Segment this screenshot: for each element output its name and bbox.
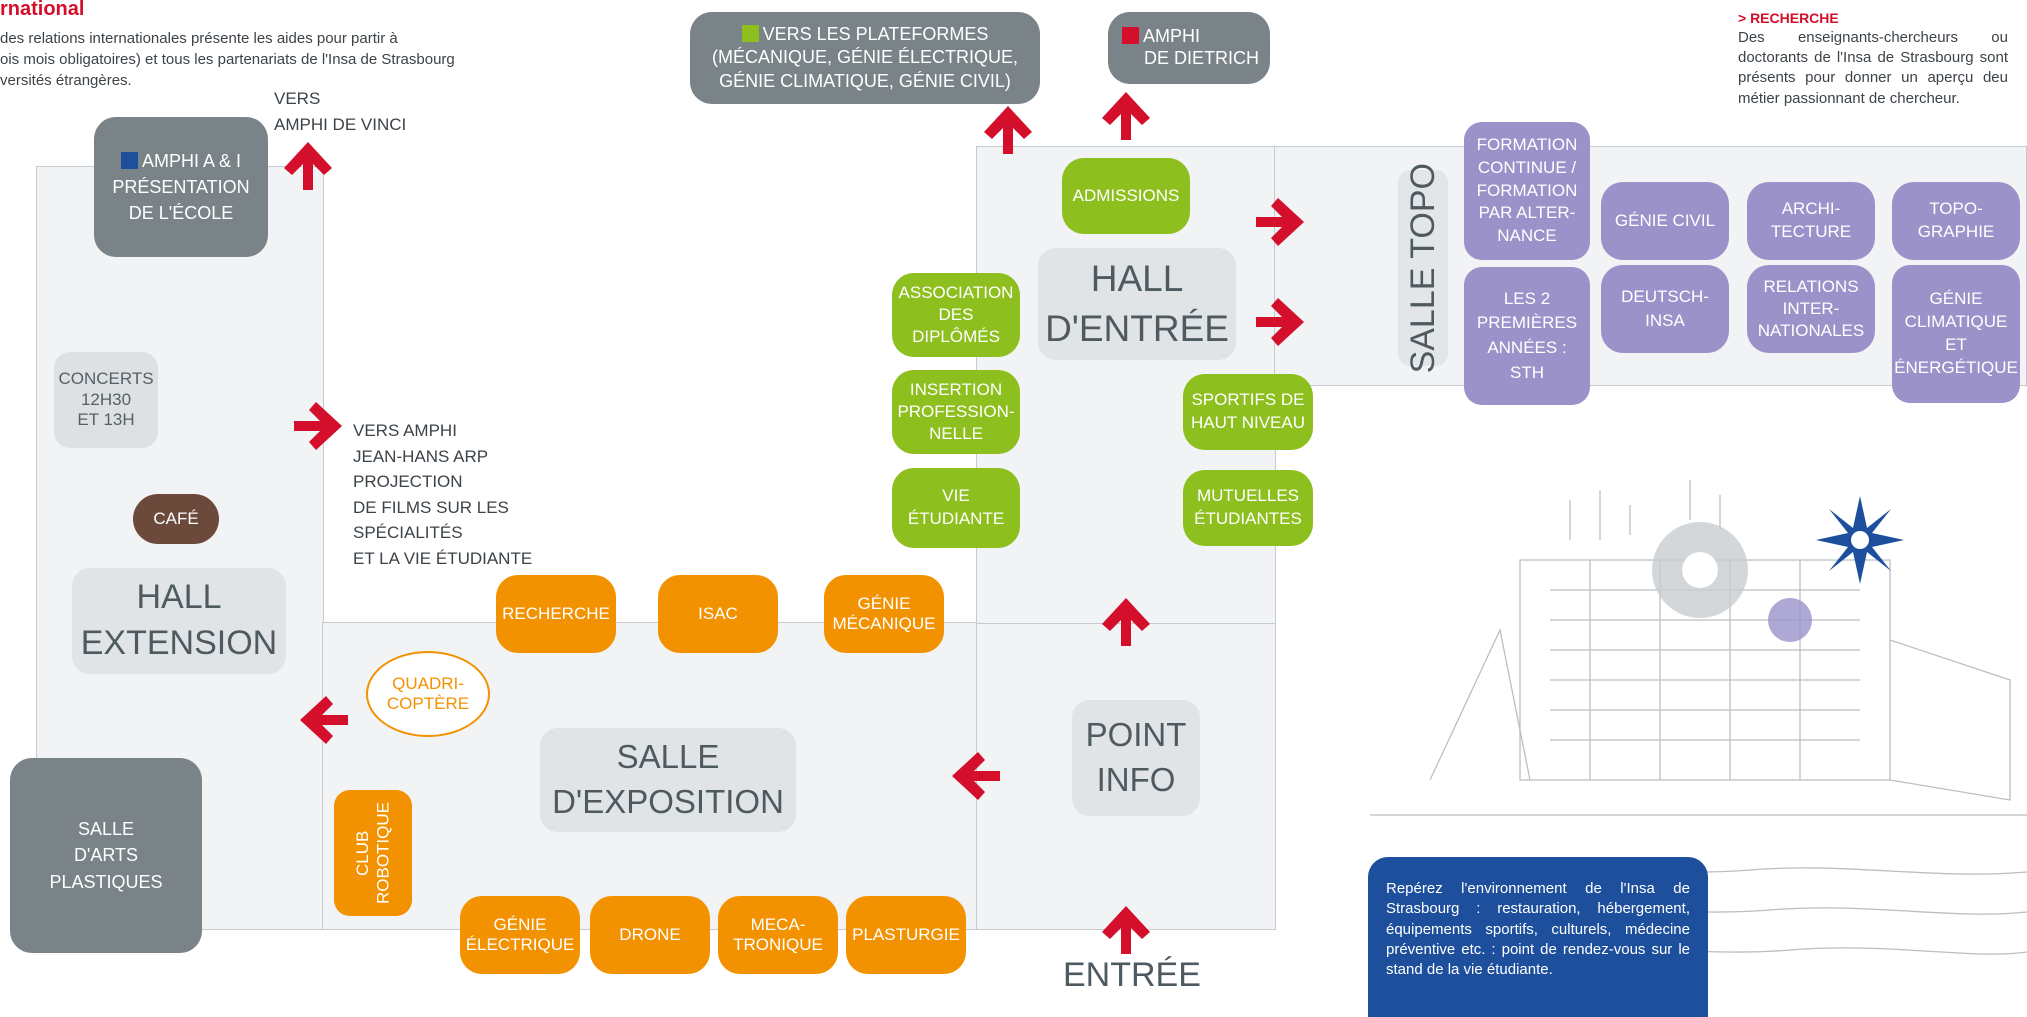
arts-plastiques-exit[interactable]: SALLE D'ARTS PLASTIQUES	[10, 758, 202, 953]
admissions-stand[interactable]: ADMISSIONS	[1062, 158, 1190, 234]
genie-electrique-stand[interactable]: GÉNIE ÉLECTRIQUE	[460, 896, 580, 974]
topographie-stand[interactable]: TOPO- GRAPHIE	[1892, 182, 2020, 260]
hall-extension-label: HALL EXTENSION	[72, 568, 286, 674]
arrow-right-topo-icon	[1252, 194, 1308, 250]
deutschinsa-stand[interactable]: DEUTSCH- INSA	[1601, 265, 1729, 353]
club-robotique-stand[interactable]: CLUB ROBOTIQUE	[334, 790, 412, 916]
arrow-up-vinci-icon	[280, 138, 336, 194]
insertion-stand[interactable]: INSERTION PROFESSION- NELLE	[892, 370, 1020, 454]
diplomes-stand[interactable]: ASSOCIATION DES DIPLÔMÉS	[892, 273, 1020, 357]
amphi-ai-exit[interactable]: AMPHI A & I PRÉSENTATION DE L'ÉCOLE	[94, 117, 268, 257]
dietrich-exit[interactable]: AMPHI DE DIETRICH	[1108, 12, 1270, 84]
genie-civil-stand[interactable]: GÉNIE CIVIL	[1601, 182, 1729, 260]
salle-topo-label: SALLE TOPO	[1398, 163, 1448, 373]
arrow-up-plateformes-icon	[980, 102, 1036, 158]
formation-stand[interactable]: FORMATION CONTINUE / FORMATION PAR ALTER…	[1464, 122, 1590, 260]
research-heading: > RECHERCHE	[1738, 10, 1839, 26]
genie-mecanique-stand[interactable]: GÉNIE MÉCANIQUE	[824, 575, 944, 653]
sportifs-stand[interactable]: SPORTIFS DE HAUT NIVEAU	[1183, 374, 1313, 450]
arrow-left-exposition-icon	[948, 748, 1004, 804]
relations-internationales-stand[interactable]: RELATIONS INTER- NATIONALES	[1747, 265, 1875, 353]
concerts-stand[interactable]: CONCERTS 12H30 ET 13H	[54, 352, 158, 448]
drone-stand[interactable]: DRONE	[590, 896, 710, 974]
salle-exposition-label: SALLE D'EXPOSITION	[540, 728, 796, 832]
entrance-label: ENTRÉE	[1063, 956, 1201, 994]
red-marker-icon	[1122, 27, 1139, 45]
arrow-right-topo-icon	[1252, 294, 1308, 350]
quadricoptere-stand[interactable]: QUADRI- COPTÈRE	[366, 651, 490, 737]
arp-label: VERS AMPHI JEAN-HANS ARP PROJECTION DE F…	[353, 421, 533, 568]
arrow-up-dietrich-icon	[1098, 88, 1154, 144]
mutuelles-stand[interactable]: MUTUELLES ÉTUDIANTES	[1183, 470, 1313, 546]
header-text: des relations internationales présente l…	[0, 30, 455, 89]
plateformes-exit[interactable]: VERS LES PLATEFORMES (MÉCANIQUE, GÉNIE É…	[690, 12, 1040, 104]
vinci-label: VERS AMPHI DE VINCI	[274, 89, 407, 134]
recherche-stand[interactable]: RECHERCHE	[496, 575, 616, 653]
architecture-stand[interactable]: ARCHI- TECTURE	[1747, 182, 1875, 260]
genie-climatique-stand[interactable]: GÉNIE CLIMATIQUE ET ÉNERGÉTIQUE	[1892, 265, 2020, 403]
arrow-left-extension-icon	[296, 692, 352, 748]
research-note: > RECHERCHE Des enseignants-chercheurs o…	[1738, 9, 2008, 109]
mecatronique-stand[interactable]: MECA- TRONIQUE	[718, 896, 838, 974]
hall-entree-label: HALL D'ENTRÉE	[1038, 248, 1236, 360]
isac-stand[interactable]: ISAC	[658, 575, 778, 653]
arrow-right-arp-icon	[290, 398, 346, 454]
cafe-stand[interactable]: CAFÉ	[133, 494, 219, 544]
vie-etudiante-stand[interactable]: VIE ÉTUDIANTE	[892, 468, 1020, 548]
premieres-annees-stand[interactable]: LES 2 PREMIÈRES ANNÉES : STH	[1464, 267, 1590, 405]
point-info-label: POINT INFO	[1072, 700, 1200, 816]
plasturgie-stand[interactable]: PLASTURGIE	[846, 896, 966, 974]
blue-marker-icon	[120, 151, 138, 169]
research-body: Des enseignants-chercheurs ou doctorants…	[1738, 28, 2008, 107]
header-title: rnational	[0, 0, 85, 20]
arrow-up-entrance-icon	[1098, 902, 1154, 958]
info-box: Repérez l'environnement de l'Insa de Str…	[1368, 857, 1708, 1017]
green-marker-icon	[741, 24, 759, 42]
arrow-up-hall-icon	[1098, 594, 1154, 650]
